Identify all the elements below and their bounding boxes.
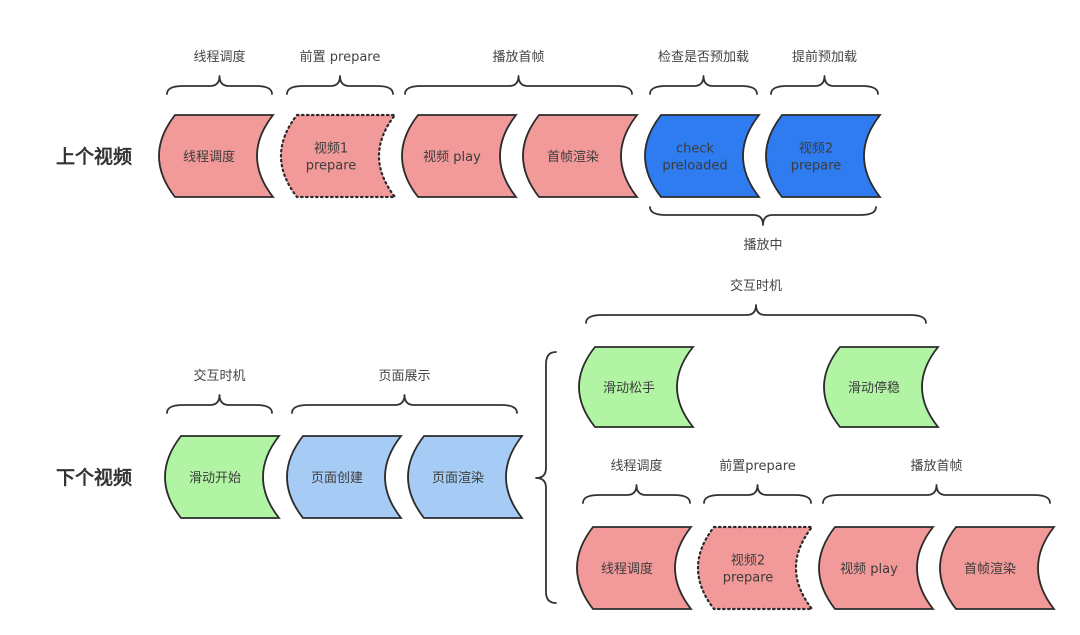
brace-next-pre-prepare: 前置prepare bbox=[703, 458, 812, 504]
brace-shape bbox=[291, 394, 518, 414]
node-shape bbox=[644, 114, 761, 198]
brace-shape bbox=[582, 484, 691, 504]
node-shape bbox=[823, 346, 940, 428]
row-label-next-video: 下个视频 bbox=[56, 466, 132, 489]
node-label: 滑动停稳 bbox=[848, 380, 900, 396]
node-label: 页面渲染 bbox=[432, 471, 484, 486]
node-prev-video2-prepare: 视频2 prepare bbox=[765, 114, 882, 198]
brace-prev-playing: 播放中 bbox=[649, 206, 877, 253]
node-prev-video1-prepare: 视频1 prepare bbox=[279, 113, 398, 199]
node-next-page-create: 页面创建 bbox=[286, 435, 403, 519]
node-next-video2-prepare: 视频2 prepare bbox=[696, 525, 815, 611]
brace-shape bbox=[286, 75, 394, 95]
node-label: 滑动松手 bbox=[603, 381, 655, 396]
node-shape bbox=[401, 114, 518, 198]
node-next-thread-schedule: 线程调度 bbox=[576, 526, 693, 610]
brace-shape bbox=[649, 206, 877, 226]
node-shape bbox=[765, 114, 882, 198]
node-label: 视频2 bbox=[799, 142, 833, 157]
node-shape bbox=[818, 526, 935, 610]
node-label: 线程调度 bbox=[601, 561, 653, 577]
node-shape bbox=[578, 346, 695, 428]
node-prev-thread-schedule: 线程调度 bbox=[158, 114, 275, 198]
node-label: prepare bbox=[791, 159, 842, 174]
brace-shape bbox=[770, 75, 879, 95]
node-label: 视频1 bbox=[314, 142, 348, 157]
brace-label: 播放首帧 bbox=[910, 459, 962, 474]
brace-shape bbox=[166, 75, 273, 95]
brace-label: 检查是否预加载 bbox=[658, 50, 749, 65]
node-label: preloaded bbox=[662, 159, 727, 174]
branch-brace bbox=[535, 351, 557, 604]
brace-next-interaction-timing: 交互时机 bbox=[166, 368, 273, 414]
node-shape bbox=[522, 114, 639, 198]
node-prev-video-play: 视频 play bbox=[401, 114, 518, 198]
node-shape bbox=[407, 435, 524, 519]
brace-label: 线程调度 bbox=[610, 458, 662, 474]
brace-next-thread-schedule: 线程调度 bbox=[582, 458, 691, 504]
brace-label: 线程调度 bbox=[193, 49, 245, 65]
brace-label: 播放首帧 bbox=[492, 50, 544, 65]
node-shape bbox=[158, 114, 275, 198]
node-shape bbox=[939, 526, 1056, 610]
brace-shape bbox=[649, 75, 758, 95]
brace-next-play-first-frame: 播放首帧 bbox=[822, 459, 1051, 504]
node-label: 视频2 bbox=[731, 554, 765, 569]
node-shape bbox=[576, 526, 693, 610]
brace-label: 前置 prepare bbox=[300, 49, 381, 65]
brace-shape bbox=[703, 484, 812, 504]
node-label: 首帧渲染 bbox=[964, 562, 1016, 577]
node-shape bbox=[286, 435, 403, 519]
node-label: 首帧渲染 bbox=[547, 150, 599, 165]
brace-prev-play-first-frame: 播放首帧 bbox=[404, 50, 633, 95]
brace-shape bbox=[822, 484, 1051, 504]
brace-shape bbox=[166, 394, 273, 414]
node-shape bbox=[279, 113, 398, 199]
brace-shape bbox=[404, 75, 633, 95]
node-label: 线程调度 bbox=[183, 149, 235, 165]
node-next-swipe-release: 滑动松手 bbox=[578, 346, 695, 428]
row-label-previous-video: 上个视频 bbox=[56, 145, 132, 168]
node-label: 滑动开始 bbox=[189, 471, 241, 486]
brace-shape bbox=[585, 304, 927, 324]
brace-label: 页面展示 bbox=[378, 369, 430, 384]
brace-label: 播放中 bbox=[743, 238, 782, 253]
node-next-first-frame-render: 首帧渲染 bbox=[939, 526, 1056, 610]
node-label: prepare bbox=[723, 571, 774, 586]
brace-prev-pre-prepare: 前置 prepare bbox=[286, 49, 394, 95]
brace-label: 前置prepare bbox=[719, 458, 796, 474]
node-next-swipe-settle: 滑动停稳 bbox=[823, 346, 940, 428]
node-next-video-play: 视频 play bbox=[818, 526, 935, 610]
node-next-page-render: 页面渲染 bbox=[407, 435, 524, 519]
node-shape bbox=[696, 525, 815, 611]
node-prev-first-frame-render: 首帧渲染 bbox=[522, 114, 639, 198]
brace-label: 提前预加载 bbox=[792, 49, 857, 65]
brace-label: 交互时机 bbox=[193, 368, 245, 384]
brace-prev-thread-schedule: 线程调度 bbox=[166, 49, 273, 95]
brace-prev-early-preload: 提前预加载 bbox=[770, 49, 879, 95]
node-prev-check-preloaded: check preloaded bbox=[644, 114, 761, 198]
node-label: check bbox=[676, 142, 715, 157]
node-label: prepare bbox=[306, 159, 357, 174]
node-label: 视频 play bbox=[423, 150, 481, 165]
nodes-layer: 线程调度 视频1 prepare 视频 play 首帧渲染 check preloaded 视… bbox=[158, 113, 1056, 611]
brace-prev-check-preload: 检查是否预加载 bbox=[649, 50, 758, 95]
node-label: 页面创建 bbox=[311, 471, 363, 486]
node-next-swipe-start: 滑动开始 bbox=[164, 435, 281, 519]
brace-label: 交互时机 bbox=[730, 278, 782, 294]
node-shape bbox=[164, 435, 281, 519]
brace-next-interaction-timing-2: 交互时机 bbox=[585, 278, 927, 324]
brace-next-page-display: 页面展示 bbox=[291, 369, 518, 414]
node-label: 视频 play bbox=[840, 562, 898, 577]
